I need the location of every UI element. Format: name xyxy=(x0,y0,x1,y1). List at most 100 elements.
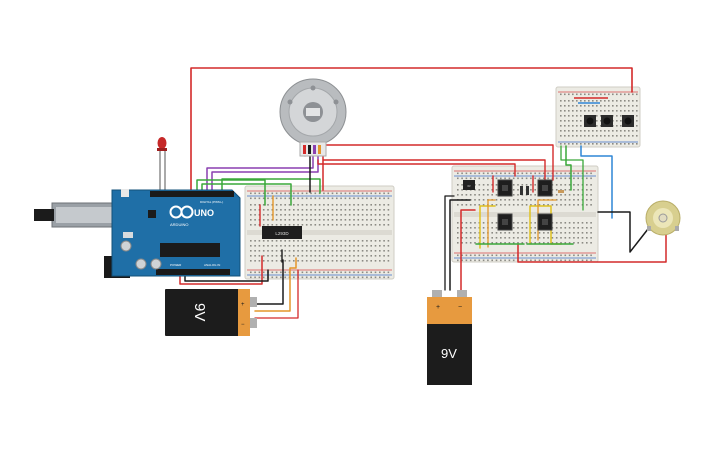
push-button-1[interactable] xyxy=(584,115,596,127)
breadboard-hole xyxy=(474,177,476,180)
breadboard-hole xyxy=(465,172,468,175)
wire-green-small-2[interactable] xyxy=(560,145,584,211)
breadboard-hole xyxy=(383,204,385,206)
breadboard-hole xyxy=(564,172,567,175)
wire-black-batt-bottom[interactable] xyxy=(449,199,471,291)
breadboard-hole xyxy=(624,143,626,145)
breadboard-hole xyxy=(590,222,592,224)
wire-black-gnd[interactable] xyxy=(184,269,269,282)
breadboard-hole xyxy=(530,199,532,201)
breadboard-hole xyxy=(576,143,578,145)
breadboard-hole xyxy=(361,250,364,252)
wire-red-top[interactable] xyxy=(190,67,633,193)
wire-red-batt-bottom[interactable] xyxy=(460,209,476,291)
breadboard-hole xyxy=(297,209,299,211)
wire-green-small[interactable] xyxy=(565,145,572,191)
led-icon[interactable] xyxy=(157,137,167,151)
breadboard-hole xyxy=(353,245,355,247)
breadboard-hole xyxy=(580,130,582,132)
breadboard-hole xyxy=(517,184,519,186)
breadboard-hole xyxy=(581,227,584,229)
push-button-2[interactable] xyxy=(601,115,613,127)
breadboard-hole xyxy=(340,240,342,242)
breadboard-hole xyxy=(305,245,308,247)
push-button-3[interactable] xyxy=(622,115,634,127)
battery-left[interactable]: 9V + − xyxy=(165,289,257,336)
breadboard-hole xyxy=(612,130,614,132)
breadboard-hole xyxy=(258,197,261,200)
wire-green-3[interactable] xyxy=(221,178,321,194)
transistor-icon[interactable]: IR xyxy=(463,179,564,231)
breadboard-hole xyxy=(323,224,325,226)
breadboard-hole xyxy=(530,194,532,196)
wire-yellow-1[interactable] xyxy=(479,205,496,249)
breadboard-hole xyxy=(474,227,476,229)
motor-icon[interactable] xyxy=(645,200,681,236)
breadboard-hole xyxy=(560,254,562,257)
breadboard-hole xyxy=(284,192,286,195)
wire-red-batt-left[interactable] xyxy=(254,269,299,319)
breadboard-hole xyxy=(568,189,571,191)
wire-red-5v[interactable] xyxy=(179,255,263,285)
breadboard-hole xyxy=(348,276,351,279)
breadboard-hole xyxy=(336,271,338,274)
breadboard-hole xyxy=(387,260,390,262)
breadboard-hole xyxy=(457,242,459,244)
breadboard-hole xyxy=(469,222,472,224)
breadboard-hole xyxy=(584,143,586,145)
wire-black-motor[interactable] xyxy=(597,211,649,253)
wire-red-encoder-right[interactable] xyxy=(317,159,516,177)
battery-bottom[interactable]: + − 9V xyxy=(427,290,472,385)
breadboard-hole xyxy=(314,245,317,247)
wire-green-1[interactable] xyxy=(196,179,266,206)
breadboard-hole xyxy=(500,172,502,175)
breadboard-hole xyxy=(560,184,562,186)
breadboard-hole xyxy=(474,194,476,196)
breadboard-hole xyxy=(586,259,588,262)
breadboard-small[interactable] xyxy=(555,86,641,148)
arduino-uno[interactable]: UNO ARDUINO DIGITAL (PWM~) POWER ANALOG … xyxy=(34,189,241,278)
breadboard-hole xyxy=(474,242,476,244)
breadboard-hole xyxy=(262,197,265,200)
breadboard-hole xyxy=(254,245,256,247)
encoder-motor-icon[interactable] xyxy=(279,78,347,157)
breadboard-hole xyxy=(551,204,554,206)
breadboard-hole xyxy=(314,192,317,195)
breadboard-hole xyxy=(573,204,575,206)
l293d-chip[interactable]: L293D xyxy=(262,226,302,239)
breadboard-hole xyxy=(327,255,329,257)
breadboard-hole xyxy=(344,224,347,226)
wire-orange-r1[interactable] xyxy=(487,199,496,248)
breadboard-hole xyxy=(482,227,485,229)
breadboard-hole xyxy=(280,224,282,226)
breadboard-hole xyxy=(592,143,594,145)
breadboard-hole xyxy=(620,93,622,96)
wire-black-batt-left[interactable] xyxy=(254,259,284,305)
breadboard-hole xyxy=(604,110,606,112)
breadboard-hole xyxy=(336,197,338,200)
wire-blue[interactable] xyxy=(580,145,613,219)
breadboard-hole xyxy=(353,214,355,216)
arduino-header-digital: DIGITAL (PWM~) xyxy=(200,200,223,204)
breadboard-hole xyxy=(331,192,334,195)
breadboard-hole xyxy=(525,259,528,262)
wire-red-motor[interactable] xyxy=(517,228,667,263)
breadboard-hole xyxy=(555,242,558,244)
breadboard-hole xyxy=(482,189,485,191)
breadboard-hole xyxy=(275,224,278,226)
breadboard-hole xyxy=(604,135,606,137)
breadboard-hole xyxy=(457,222,459,224)
wire-orange-batt-left[interactable] xyxy=(254,257,297,312)
breadboard-hole xyxy=(530,237,532,239)
breadboard-hole xyxy=(504,172,506,175)
battery-bottom-minus: − xyxy=(458,304,462,311)
breadboard-hole xyxy=(288,250,291,252)
breadboard-hole xyxy=(584,100,586,102)
wire-black-batt-top[interactable] xyxy=(444,195,455,291)
breadboard-hole xyxy=(564,204,567,206)
wire-green-2[interactable] xyxy=(201,183,292,206)
breadboard-hole xyxy=(250,214,252,216)
breadboard-hole xyxy=(586,177,588,180)
wire-purple-1[interactable] xyxy=(206,155,314,191)
breadboard-hole xyxy=(576,120,578,122)
